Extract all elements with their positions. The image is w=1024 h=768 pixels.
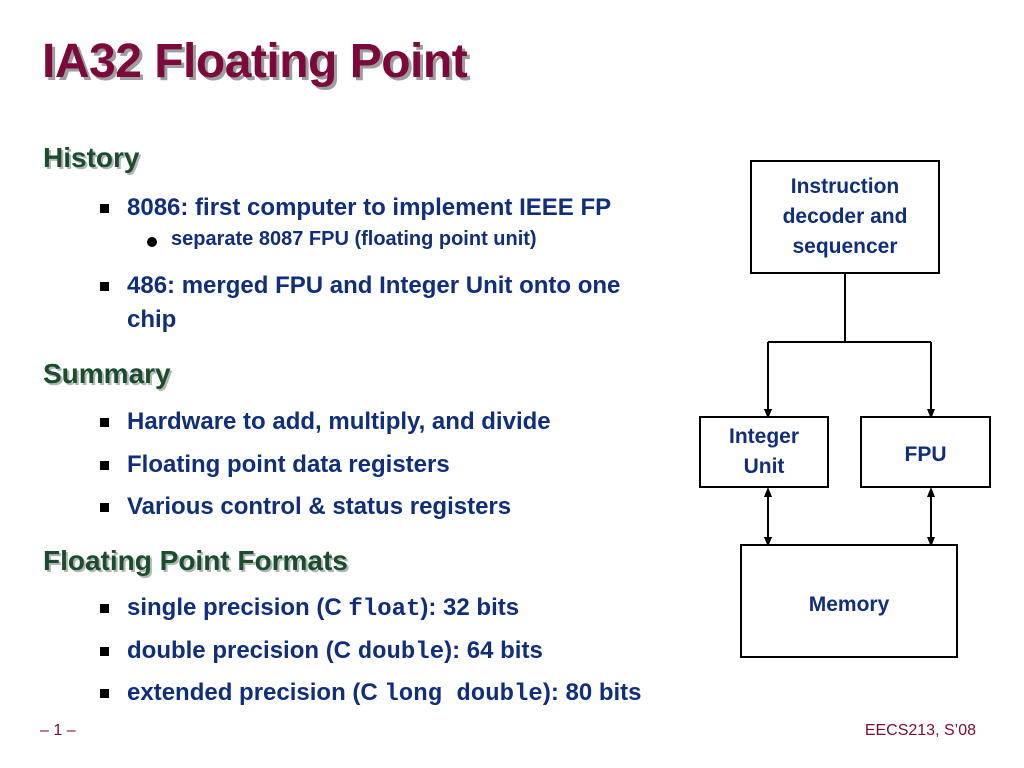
- memory-box: Memory: [740, 544, 958, 658]
- decoder-label-line3: sequencer: [792, 235, 898, 258]
- section-heading-history: History: [43, 142, 140, 173]
- bullet-square-icon: [100, 689, 109, 698]
- bullet-text-line1: 486: merged FPU and Integer Unit onto on…: [127, 272, 621, 299]
- decoder-label: Instruction decoder and sequencer: [783, 172, 908, 262]
- text-post: ): 64 bits: [444, 637, 543, 664]
- bullet-text: single precision (C float): 32 bits: [127, 591, 519, 627]
- code-long-double: long double: [384, 681, 543, 708]
- bullet-text: Floating point data registers: [127, 451, 450, 478]
- bullet-square-icon: [100, 604, 109, 613]
- integer-unit-label-line1: Integer: [728, 425, 799, 448]
- bullet-text: 8086: first computer to implement IEEE F…: [127, 194, 612, 221]
- course-label: EECS213, S’08: [864, 722, 976, 739]
- sub-bullet-text: separate 8087 FPU (floating point unit): [171, 228, 537, 250]
- decoder-to-units-connector: [768, 272, 931, 343]
- bullet-square-icon: [100, 647, 109, 656]
- bullet-square-icon: [100, 503, 109, 512]
- text-post: ): 32 bits: [420, 594, 520, 621]
- fpu-box: FPU: [860, 416, 991, 488]
- code-double: double: [357, 639, 445, 666]
- bullet-square-icon: [100, 418, 109, 427]
- text-pre: single precision (C: [127, 594, 349, 621]
- bullet-text: double precision (C double): 64 bits: [127, 634, 543, 670]
- section-heading-formats: Floating Point Formats: [43, 545, 348, 576]
- decoder-box: Instruction decoder and sequencer: [750, 160, 940, 274]
- integer-unit-label-line2: Unit: [743, 455, 785, 478]
- bullet-square-icon: [100, 282, 109, 291]
- text-post: ): 80 bits: [542, 679, 642, 706]
- integer-unit-label: Integer Unit: [729, 422, 799, 482]
- bullet-text: extended precision (C long double): 80 b…: [127, 676, 642, 712]
- text-pre: double precision (C: [127, 637, 358, 664]
- bullet-text: Hardware to add, multiply, and divide: [127, 408, 551, 435]
- memory-label: Memory: [808, 593, 890, 616]
- slide-title: IA32 Floating Point: [42, 35, 468, 88]
- bullet-square-icon: [100, 461, 109, 470]
- text-pre: extended precision (C: [127, 679, 385, 706]
- page-number: – 1 –: [40, 722, 76, 739]
- fpu-label: FPU: [904, 443, 947, 466]
- decoder-label-line1: Instruction: [790, 175, 900, 198]
- bullet-text-line2: chip: [127, 306, 177, 333]
- code-float: float: [348, 596, 421, 623]
- bullet-dot-icon: [147, 237, 157, 247]
- bullet-text: Various control & status registers: [127, 493, 512, 520]
- decoder-label-line2: decoder and: [782, 205, 908, 228]
- bullet-square-icon: [100, 204, 109, 213]
- section-heading-summary: Summary: [43, 358, 171, 389]
- integer-unit-box: Integer Unit: [699, 416, 829, 488]
